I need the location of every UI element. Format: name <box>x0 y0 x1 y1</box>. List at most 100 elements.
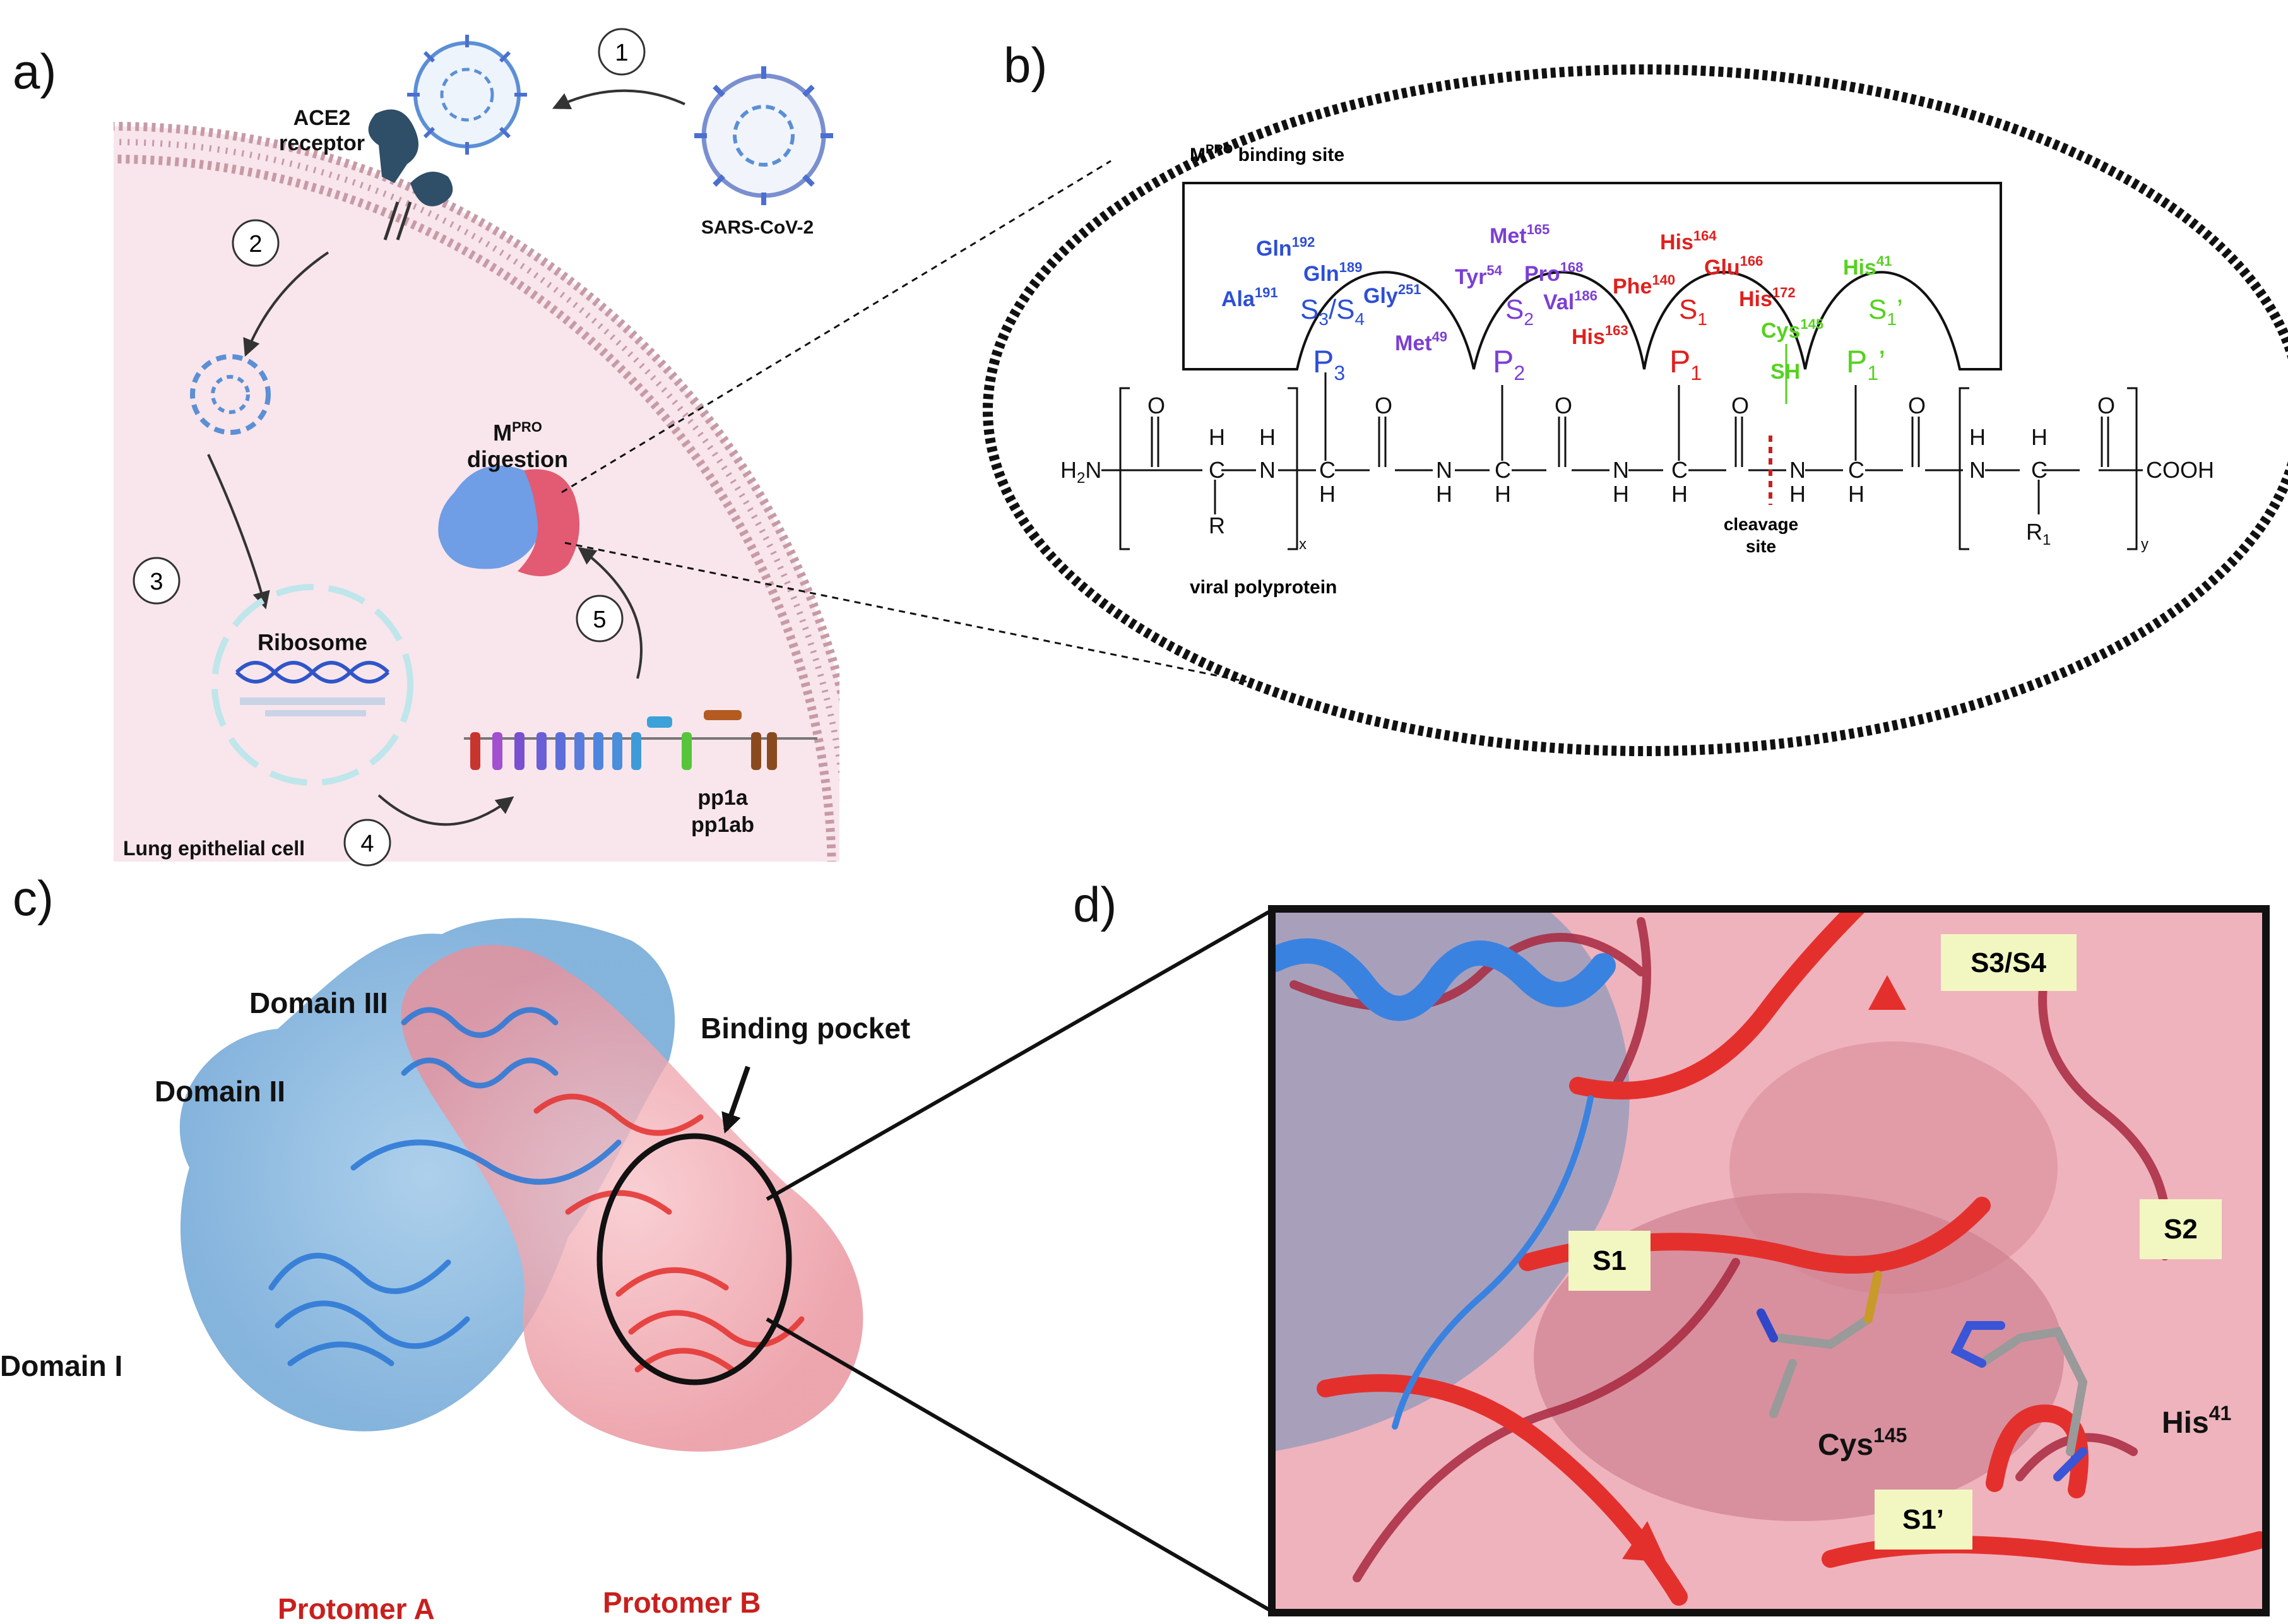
panel-c-letter: c) <box>13 870 54 926</box>
binding-site-outline <box>1182 182 2002 370</box>
domain-iii-label: Domain III <box>249 987 388 1019</box>
sars-cov-2-virus-icon <box>694 66 833 205</box>
zoom-line-c-top <box>766 910 1270 1201</box>
svg-text:5: 5 <box>593 607 606 633</box>
s1-tag: S1 <box>1568 1231 1651 1291</box>
position-p3: P3 <box>1313 344 1345 384</box>
arrow-step-1 <box>552 89 685 110</box>
residue-ala191: Ala191 <box>1221 285 1278 311</box>
zoom-line-top <box>561 160 1111 494</box>
svg-text:C: C <box>1209 457 1225 483</box>
residue-pro168: Pro168 <box>1524 259 1583 286</box>
arrow-step-2 <box>243 251 329 357</box>
svg-text:S2: S2 <box>2164 1214 2198 1245</box>
cleavage-site-label-line1: cleavage <box>1724 514 1798 534</box>
pp1a-label: pp1a <box>697 786 748 810</box>
svg-text:R: R <box>1209 513 1225 538</box>
ace2-label-line1: ACE2 <box>293 106 351 130</box>
virus-icon <box>407 35 527 155</box>
svg-text:S1: S1 <box>1592 1245 1627 1276</box>
residue-cys145: Cys145 <box>1761 316 1823 343</box>
his41-sidechain <box>1950 1321 2088 1481</box>
mpro-digestion-label-line2: digestion <box>467 446 568 472</box>
s3-s4-tag: S3/S4 <box>1941 934 2077 991</box>
svg-text:H: H <box>1495 481 1511 507</box>
residue-gly251: Gly251 <box>1363 282 1421 308</box>
zoom-line-c-bottom <box>766 1317 1270 1611</box>
domain-i-label: Domain I <box>0 1349 122 1382</box>
residue-gln192: Gln192 <box>1256 234 1315 261</box>
svg-text:H: H <box>1259 424 1276 450</box>
svg-text:2: 2 <box>249 231 262 258</box>
svg-text:x: x <box>1299 536 1307 553</box>
residue-met49: Met49 <box>1395 329 1447 355</box>
residue-his172: His172 <box>1739 285 1796 311</box>
arrow-step-5 <box>578 547 643 679</box>
panel-b: b) MPRO binding site Ala191 Gln192 Gln18… <box>983 37 2288 756</box>
residue-glu166: Glu166 <box>1704 253 1763 280</box>
binding-pocket-closeup <box>1272 909 2266 1613</box>
subsite-s3-s4: S3/S4 <box>1300 294 1365 329</box>
residue-val186: Val186 <box>1543 288 1597 314</box>
ribosome-label: Ribosome <box>258 629 367 655</box>
residue-his41: His41 <box>1843 253 1892 280</box>
zoom-ellipse <box>983 64 2288 756</box>
cys145-label: Cys145 <box>1818 1424 1907 1462</box>
svg-text:H: H <box>1209 424 1225 450</box>
svg-text:S1’: S1’ <box>1902 1504 1944 1535</box>
arrow-step-3 <box>207 454 270 610</box>
svg-text:H: H <box>1789 481 1806 507</box>
residue-labels: Ala191 Gln192 Gln189 Gly251 Met49 Tyr54 … <box>1221 222 1892 355</box>
svg-text:O: O <box>2097 393 2115 418</box>
svg-text:H: H <box>1848 481 1864 507</box>
subsite-s2: S2 <box>1505 294 1534 329</box>
svg-text:C: C <box>2031 457 2048 483</box>
sars-cov-2-label: SARS-CoV-2 <box>701 217 814 238</box>
cooh-terminus: COOH <box>2146 457 2214 483</box>
step-2-badge: 2 <box>232 219 280 267</box>
svg-text:C: C <box>1671 457 1688 483</box>
residue-gln189: Gln189 <box>1303 259 1362 286</box>
subsite-labels: S3/S4 S2 S1 S1’ <box>1300 294 1903 329</box>
ace2-label-line2: receptor <box>279 131 365 155</box>
svg-text:C: C <box>1848 457 1864 483</box>
svg-text:N: N <box>1969 457 1986 483</box>
mpro-digestion-label-line1: MPRO <box>493 419 542 446</box>
r1-group: R1 <box>2026 519 2051 548</box>
residue-his163: His163 <box>1572 323 1628 349</box>
svg-text:S3/S4: S3/S4 <box>1971 947 2046 978</box>
svg-text:O: O <box>1731 393 1749 418</box>
mpro-dimer-structure <box>179 918 863 1452</box>
panel-d: d) <box>1073 877 2270 1616</box>
svg-text:H: H <box>1671 481 1688 507</box>
s1-prime-tag: S1’ <box>1875 1490 1972 1550</box>
step-4-badge: 4 <box>343 819 391 867</box>
residue-his164: His164 <box>1660 228 1717 254</box>
h2n-terminus: H2N <box>1060 457 1101 487</box>
binding-pocket-label: Binding pocket <box>701 1012 910 1045</box>
panel-c: c) <box>0 870 1270 1624</box>
panel-d-frame <box>1268 905 2270 1616</box>
svg-text:y: y <box>2141 536 2149 553</box>
step-1-badge: 1 <box>598 28 646 76</box>
s2-tag: S2 <box>2140 1199 2222 1259</box>
panel-a: a) 1 2 3 4 5 <box>13 28 1247 867</box>
binding-pocket-arrow <box>721 1065 750 1134</box>
residue-phe140: Phe140 <box>1613 272 1675 299</box>
binding-pocket-circle <box>596 1133 792 1385</box>
residue-met165: Met165 <box>1490 222 1550 248</box>
svg-text:3: 3 <box>150 569 163 595</box>
viral-polyprotein-label: viral polyprotein <box>1190 577 1337 598</box>
step-5-badge: 5 <box>576 595 624 643</box>
cys145-sidechain <box>1757 1271 1882 1418</box>
residue-tyr54: Tyr54 <box>1455 263 1503 289</box>
polypeptide-backbone <box>1101 344 2143 550</box>
pp1ab-label: pp1ab <box>691 813 754 837</box>
his41-label: His41 <box>2162 1402 2231 1440</box>
svg-text:C: C <box>1495 457 1511 483</box>
panel-a-letter: a) <box>13 44 56 99</box>
svg-text:N: N <box>1259 457 1276 483</box>
svg-text:4: 4 <box>360 831 374 857</box>
domain-ii-label: Domain II <box>155 1075 285 1108</box>
